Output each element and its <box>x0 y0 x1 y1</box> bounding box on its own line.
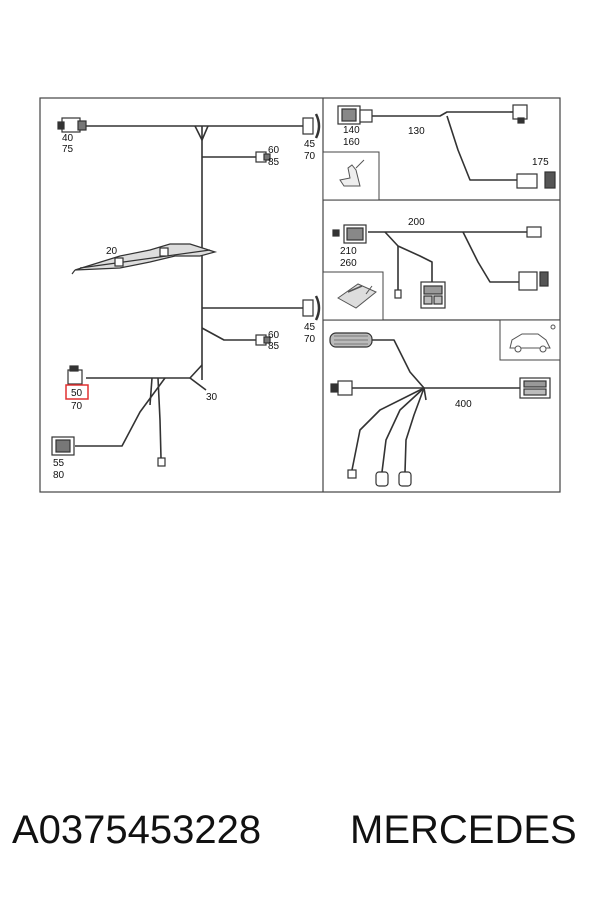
door-connectors <box>332 224 549 309</box>
connector-40 <box>61 117 81 133</box>
left-connectors <box>51 113 321 467</box>
seat-icon <box>322 151 380 201</box>
connector-50 <box>67 369 83 385</box>
callout-175: 175 <box>532 157 549 168</box>
roof-connectors <box>329 332 551 487</box>
highlight-box-50 <box>65 384 89 400</box>
callout-140: 140 <box>343 125 360 136</box>
seat-connectors <box>337 104 556 189</box>
seat-callouts: 140 160 130 175 <box>343 125 549 168</box>
callout-130: 130 <box>408 126 425 137</box>
door-switch-icon <box>322 271 384 321</box>
door-harness <box>368 231 527 290</box>
callout-55: 55 <box>53 458 65 469</box>
callout-60: 60 <box>268 330 280 341</box>
diagram-frame <box>39 97 561 493</box>
callout-400: 400 <box>455 399 472 410</box>
callout-85: 85 <box>268 341 280 352</box>
callout-70: 70 <box>304 334 316 345</box>
callout-50: 50 <box>71 388 83 399</box>
callout-45: 45 <box>304 322 316 333</box>
left-harness <box>75 125 305 459</box>
strip-part-20 <box>71 243 218 275</box>
callout-260: 260 <box>340 258 357 269</box>
seat-harness <box>362 111 525 181</box>
callout-200: 200 <box>408 217 425 228</box>
connector-45-lower <box>302 299 314 317</box>
callout-20: 20 <box>106 246 118 257</box>
callout-60: 60 <box>268 145 280 156</box>
roof-harness <box>351 339 520 473</box>
callout-75: 75 <box>62 144 74 155</box>
car-icon <box>499 319 561 361</box>
part-number: A0375453228 <box>12 808 262 852</box>
callout-70: 70 <box>304 151 316 162</box>
callout-80: 80 <box>53 470 65 481</box>
callout-210: 210 <box>340 246 357 257</box>
door-callouts: 200 210 260 <box>340 217 425 269</box>
callout-45: 45 <box>304 139 316 150</box>
callout-70: 70 <box>71 401 83 412</box>
connector-45-upper <box>302 117 314 135</box>
callout-40: 40 <box>62 133 74 144</box>
roof-callouts: 400 <box>455 399 472 410</box>
callout-160: 160 <box>343 137 360 148</box>
callout-85: 85 <box>268 157 280 168</box>
brand-name: MERCEDES <box>350 808 577 852</box>
callout-30: 30 <box>206 392 218 403</box>
left-callouts: 40 75 45 70 60 85 20 45 70 60 85 50 70 3… <box>53 133 316 481</box>
